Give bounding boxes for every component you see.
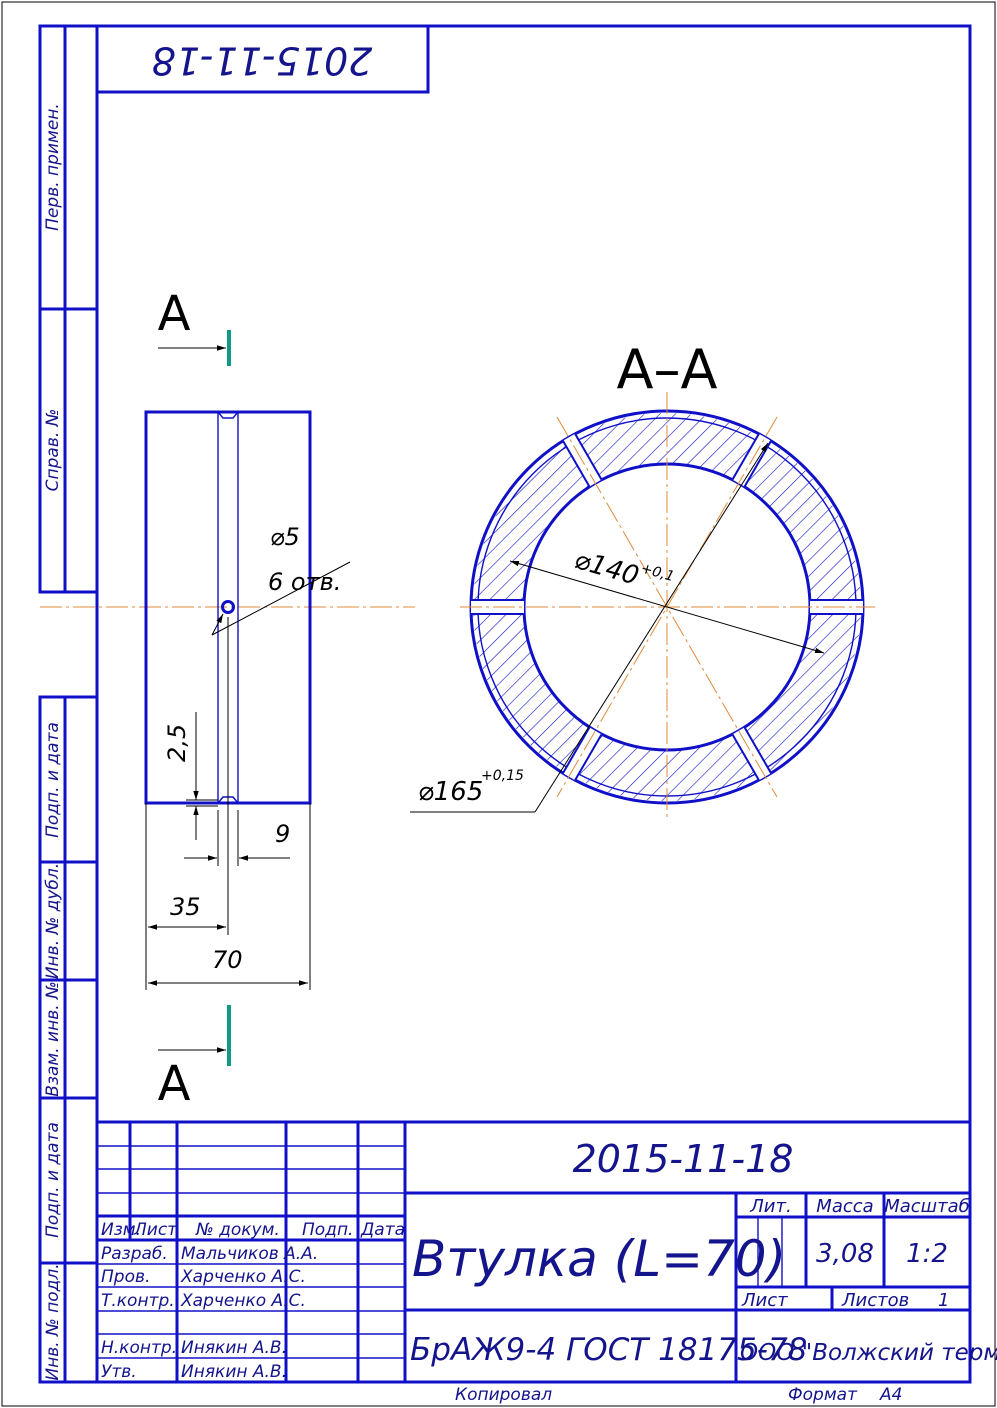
list-label: Лист: [741, 1290, 788, 1311]
title-block: Изм. Лист № докум. Подп. Дата Разраб. Пр…: [97, 1120, 997, 1405]
hole-count-label: 6 отв.: [268, 568, 341, 596]
part-name: Втулка (L=70): [412, 1230, 786, 1288]
row-utv: Утв.: [101, 1362, 137, 1382]
material: БрАЖ9-4 ГОСТ 18175-78: [410, 1332, 807, 1368]
side-strip: Перв. примен. Справ. № Подп. и дата Инв.…: [38, 24, 99, 1384]
head-massa: Масса: [816, 1196, 873, 1217]
name-nkontr: Инякин А.В.: [181, 1338, 287, 1358]
radial-hole-edge: [574, 733, 603, 781]
hole-leader: [211, 561, 351, 636]
side-label-podp-1: Подп. и дата: [43, 722, 63, 838]
side-label-podp-2: Подп. и дата: [43, 1122, 63, 1238]
massa-value: 3,08: [816, 1239, 874, 1269]
dim-165-line: [534, 442, 769, 813]
radial-hole-edge: [731, 433, 760, 481]
radial-hole-edge: [562, 726, 591, 774]
dim-140-line: [509, 560, 825, 654]
name-prov: Харченко А.С.: [180, 1267, 306, 1287]
radial-hole-edge: [574, 433, 603, 481]
side-label-vzam: Взам. инв. №: [43, 981, 63, 1096]
head-masshtab: Масштаб: [884, 1196, 970, 1217]
dim-165-tol: +0,15: [481, 768, 524, 784]
section-title: А–А: [617, 338, 718, 401]
rotated-date: 2015-11-18: [152, 39, 373, 83]
dim-140: ⌀140: [571, 545, 642, 592]
side-label-inv-podl: Инв. № подл.: [43, 1263, 63, 1380]
kopiroval: Копировал: [455, 1385, 552, 1405]
dim-165: ⌀165: [418, 777, 483, 807]
format-value: А4: [879, 1385, 902, 1405]
col-data: Дата: [360, 1220, 405, 1240]
name-utv: Инякин А.В.: [181, 1362, 287, 1382]
dim-35: 35: [170, 893, 201, 921]
row-tkontr: Т.контр.: [101, 1291, 175, 1311]
row-prov: Пров.: [101, 1267, 150, 1287]
format-label: Формат: [788, 1385, 858, 1405]
title-date: 2015-11-18: [573, 1137, 794, 1181]
side-label-perv: Перв. примен.: [43, 103, 63, 231]
dim-2-5: 2,5: [163, 724, 191, 762]
masshtab-value: 1:2: [906, 1239, 948, 1269]
side-label-sprav: Справ. №: [43, 409, 63, 492]
section-view: А–А ⌀140 +0,1 ⌀165 +0,15: [410, 338, 875, 820]
head-lit: Лит.: [749, 1196, 791, 1217]
listov-value: 1: [938, 1290, 949, 1311]
hole-dia-label: ⌀5: [270, 523, 300, 551]
side-view: ⌀5 6 отв. 2,5 9 35 70 А А: [40, 286, 415, 1112]
rotated-date-box: 2015-11-18: [95, 24, 430, 94]
row-razrab: Разраб.: [101, 1244, 168, 1264]
section-letter-bottom: А: [158, 1056, 191, 1112]
radial-hole-edge: [731, 733, 760, 781]
dim-70: 70: [212, 946, 243, 974]
row-nkontr: Н.контр.: [101, 1338, 177, 1358]
col-list: Лист: [133, 1220, 178, 1240]
side-label-inv-dubl: Инв. № дубл.: [43, 863, 63, 979]
radial-hole-edge: [743, 726, 772, 774]
radial-hole-edge: [562, 440, 591, 488]
company: ООО "Волжский терминал": [740, 1340, 997, 1366]
listov-label: Листов: [841, 1290, 909, 1311]
dim-140-tol: +0,1: [639, 560, 676, 585]
section-letter-top: А: [158, 286, 191, 342]
col-izm: Изм.: [101, 1220, 141, 1240]
col-dokum: № докум.: [195, 1220, 280, 1240]
dim-9: 9: [275, 820, 290, 848]
col-podp: Подп.: [302, 1220, 353, 1240]
name-razrab: Мальчиков А.А.: [181, 1244, 318, 1264]
name-tkontr: Харченко А.С.: [180, 1291, 306, 1311]
oil-hole: [221, 600, 235, 614]
